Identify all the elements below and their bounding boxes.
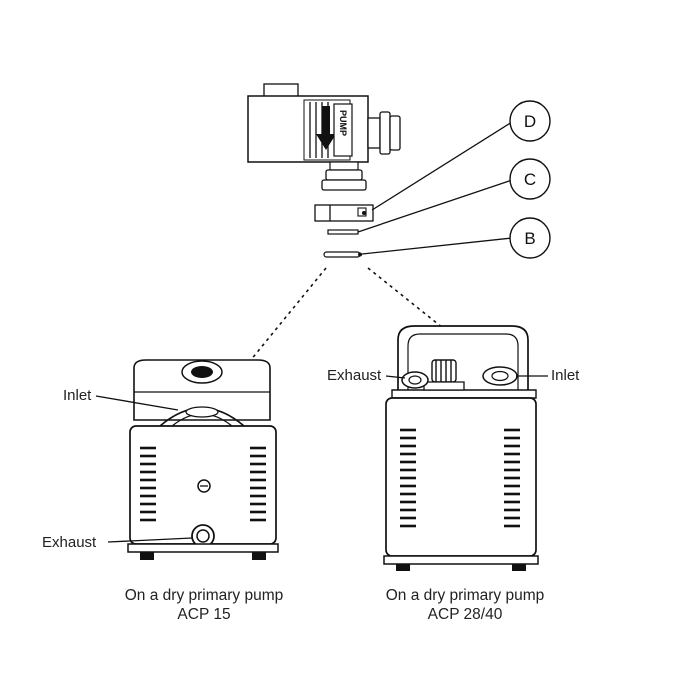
right-exhaust-label: Exhaust: [327, 367, 382, 384]
part-c-seal: [327, 229, 359, 235]
left-exhaust-leader: [107, 537, 193, 543]
right-inlet-label: Inlet: [551, 367, 580, 384]
leader-line-c: [357, 179, 513, 233]
pump-acp15: [127, 359, 279, 560]
callout-d: D: [509, 100, 551, 142]
right-caption-line1: On a dry primary pump: [386, 587, 545, 604]
left-inlet-label: Inlet: [63, 387, 92, 404]
leader-line-b: [361, 237, 513, 255]
callout-b: B: [509, 217, 551, 259]
pump-acp28-40: [383, 325, 539, 571]
right-exhaust-leader: [385, 375, 406, 379]
callout-c-letter: C: [524, 170, 536, 189]
valve-pump-label: PUMP: [338, 110, 348, 136]
left-inlet-leader: [95, 395, 179, 411]
left-exhaust-label: Exhaust: [42, 534, 97, 551]
left-caption-line1: On a dry primary pump: [125, 587, 284, 604]
guide-line-left: [209, 267, 327, 411]
right-caption-line2: ACP 28/40: [428, 606, 503, 623]
leader-line-d: [371, 121, 513, 211]
valve-assembly: PUMP: [247, 83, 401, 191]
callout-b-letter: B: [524, 229, 535, 248]
callout-d-letter: D: [524, 112, 536, 131]
part-d-bracket: [314, 204, 374, 222]
callout-c: C: [509, 158, 551, 200]
part-b-pin: [323, 251, 362, 258]
left-caption-line2: ACP 15: [177, 606, 230, 623]
